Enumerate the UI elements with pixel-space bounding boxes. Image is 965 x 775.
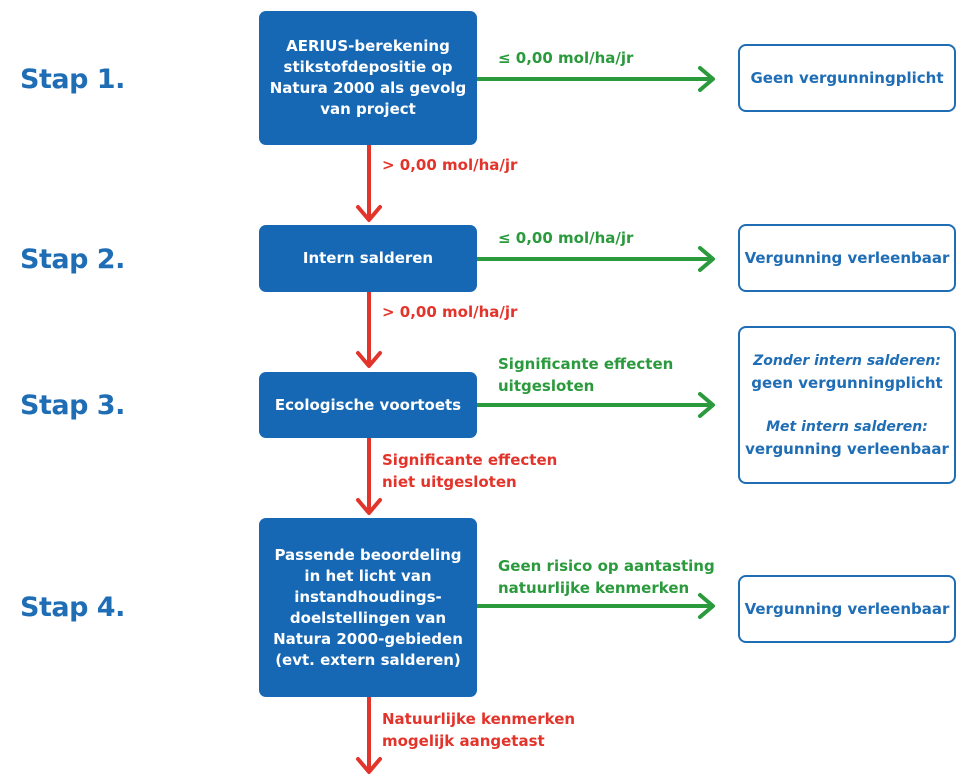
outcome-box-1: Geen vergunningplicht bbox=[738, 44, 956, 112]
label-line: Natuurlijke kenmerken bbox=[382, 710, 576, 728]
process-box-passende-beoordeling: Passende beoordeling in het licht van in… bbox=[259, 518, 477, 697]
label-line: mogelijk aangetast bbox=[382, 732, 545, 750]
label-line: ≤ 0,00 mol/ha/jr bbox=[498, 49, 634, 67]
label-line: ≤ 0,00 mol/ha/jr bbox=[498, 229, 634, 247]
red-label-4: Natuurlijke kenmerken mogelijk aangetast bbox=[382, 708, 575, 752]
outcome-italic-text: Zonder intern salderen: bbox=[753, 353, 941, 369]
box-line: AERIUS-berekening bbox=[286, 37, 450, 55]
red-arrow-3 bbox=[356, 436, 382, 515]
box-line: Passende beoordeling bbox=[274, 545, 462, 564]
box-line: Natura 2000 als gevolg bbox=[269, 79, 467, 97]
label-line: > 0,00 mol/ha/jr bbox=[382, 156, 518, 174]
box-line: instandhoudings- bbox=[294, 587, 442, 606]
red-arrow-1 bbox=[356, 143, 382, 222]
outcome-text: Geen vergunningplicht bbox=[750, 69, 944, 87]
green-label-3: Significante effecten uitgesloten bbox=[498, 353, 673, 397]
red-label-2: > 0,00 mol/ha/jr bbox=[382, 301, 517, 323]
red-arrow-2 bbox=[356, 290, 382, 368]
box-line: in het licht van bbox=[304, 566, 432, 585]
stap-2-label: Stap 2. bbox=[20, 244, 125, 275]
outcome-italic-text: Met intern salderen: bbox=[766, 419, 928, 435]
outcome-text: geen vergunningplicht bbox=[751, 374, 943, 392]
box-line: (evt. extern salderen) bbox=[275, 650, 461, 669]
box-line: Natura 2000-gebieden bbox=[273, 629, 463, 648]
green-label-4: Geen risico op aantasting natuurlijke ke… bbox=[498, 555, 715, 599]
box-line: van project bbox=[320, 100, 416, 118]
green-arrow-1 bbox=[475, 66, 715, 92]
label-line: Geen risico op aantasting bbox=[498, 557, 715, 575]
red-label-3: Significante effecten niet uitgesloten bbox=[382, 449, 557, 493]
box-line: Intern salderen bbox=[302, 249, 434, 267]
green-arrow-4 bbox=[475, 593, 715, 619]
box-line: Ecologische voortoets bbox=[274, 395, 462, 414]
outcome-box-3: Zonder intern salderen: geen vergunningp… bbox=[738, 326, 956, 484]
process-box-intern-salderen: Intern salderen bbox=[259, 225, 477, 292]
outcome-box-2: Vergunning verleenbaar bbox=[738, 224, 956, 292]
stap-3-label: Stap 3. bbox=[20, 390, 125, 421]
outcome-text: vergunning verleenbaar bbox=[745, 440, 949, 458]
outcome-box-4: Vergunning verleenbaar bbox=[738, 575, 956, 643]
label-line: Significante effecten bbox=[382, 451, 558, 469]
label-line: niet uitgesloten bbox=[382, 473, 517, 491]
stap-4-label: Stap 4. bbox=[20, 592, 125, 623]
label-line: uitgesloten bbox=[498, 377, 595, 395]
red-label-1: > 0,00 mol/ha/jr bbox=[382, 154, 517, 176]
green-arrow-3 bbox=[475, 392, 715, 418]
label-line: > 0,00 mol/ha/jr bbox=[382, 303, 518, 321]
process-box-ecologische-voortoets: Ecologische voortoets bbox=[259, 372, 477, 438]
label-line: natuurlijke kenmerken bbox=[498, 579, 690, 597]
box-line: doelstellingen van bbox=[289, 608, 447, 627]
process-box-aerius: AERIUS-berekening stikstofdepositie op N… bbox=[259, 11, 477, 145]
outcome-text: Vergunning verleenbaar bbox=[744, 249, 950, 267]
box-line: stikstofdepositie op bbox=[283, 58, 453, 76]
green-label-1: ≤ 0,00 mol/ha/jr bbox=[498, 47, 633, 69]
outcome-text: Vergunning verleenbaar bbox=[744, 600, 950, 618]
green-arrow-2 bbox=[475, 246, 715, 272]
red-arrow-4 bbox=[356, 695, 382, 774]
stap-1-label: Stap 1. bbox=[20, 64, 125, 95]
green-label-2: ≤ 0,00 mol/ha/jr bbox=[498, 227, 633, 249]
label-line: Significante effecten bbox=[498, 355, 674, 373]
